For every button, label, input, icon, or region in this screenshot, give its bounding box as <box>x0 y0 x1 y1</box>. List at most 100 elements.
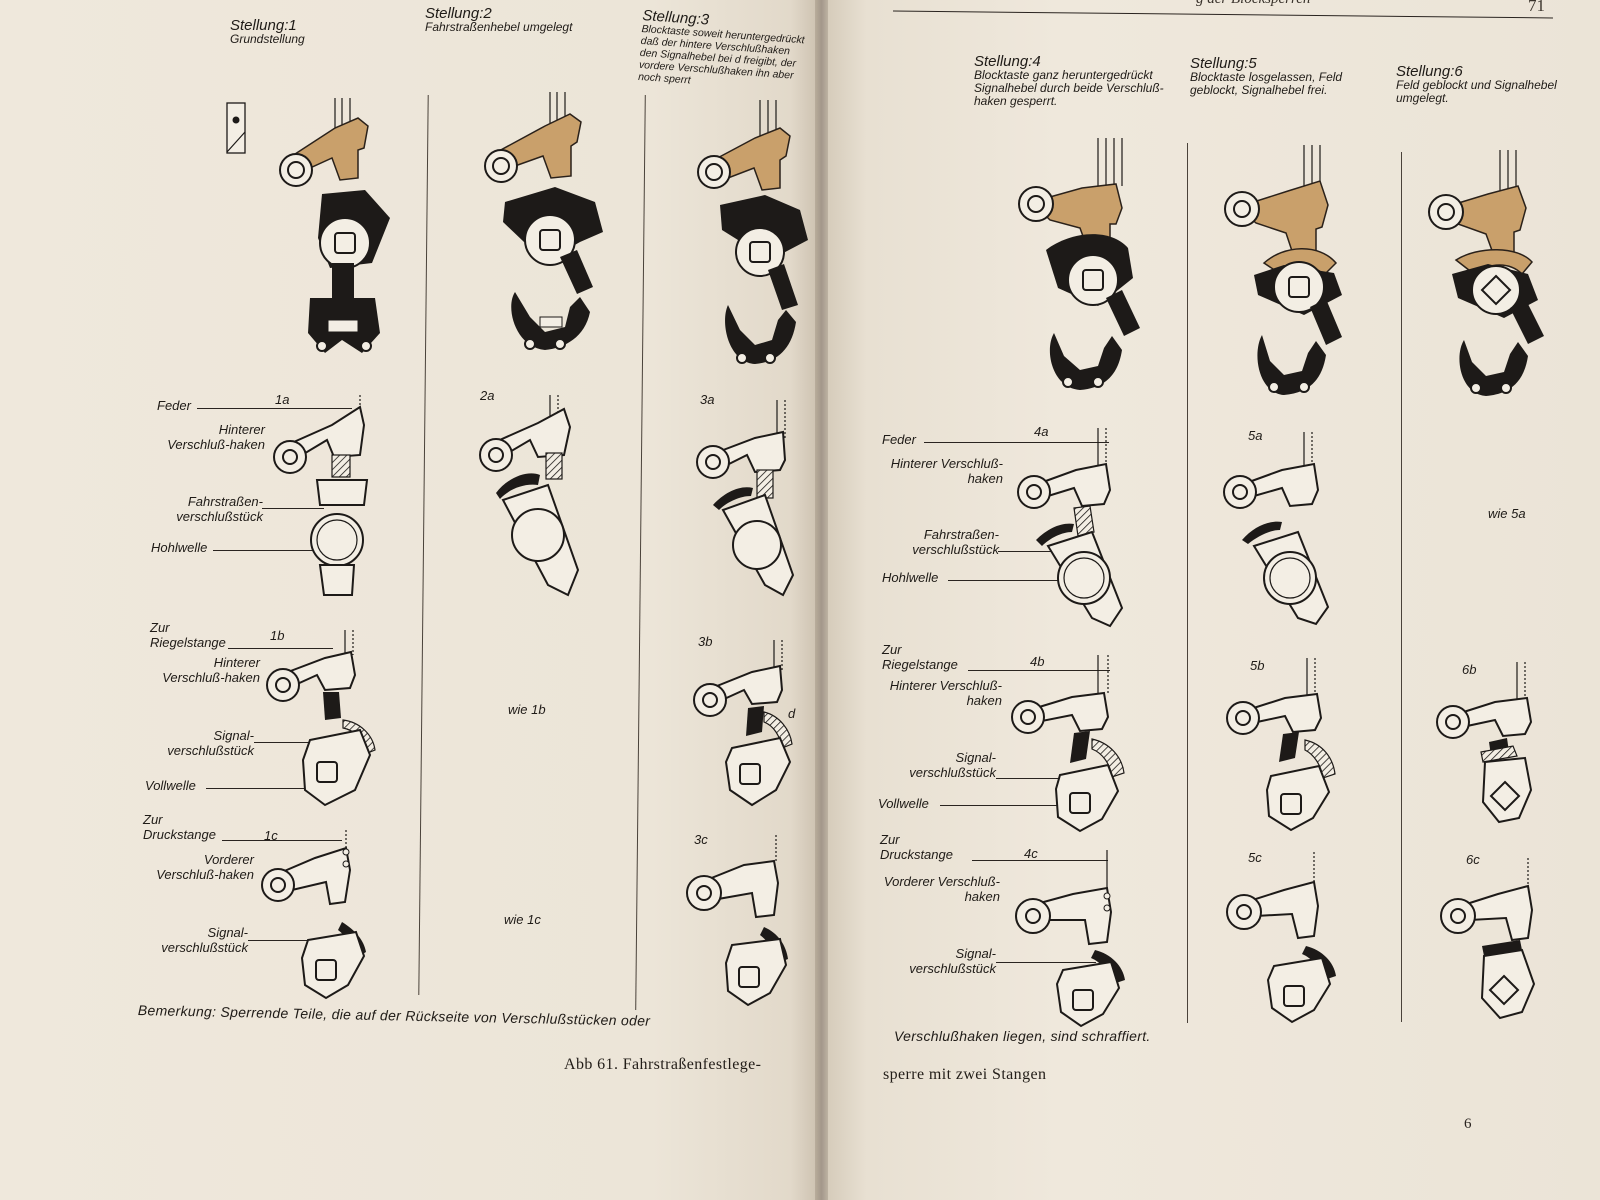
tag-4c: 4c <box>1024 846 1038 861</box>
running-head: g der Blocksperren <box>1196 0 1310 8</box>
tag-6b: 6b <box>1462 662 1477 677</box>
label-hohlwelle: Hohlwelle <box>151 540 208 555</box>
header-title: Stellung:6 <box>1396 63 1463 80</box>
tag-3a: 3a <box>700 392 715 407</box>
label-vollwelle: Vollwelle <box>145 778 196 793</box>
detail-diagram-1c <box>261 830 366 1000</box>
text-wie-1b: wie 1b <box>508 702 546 717</box>
tag-3b: 3b <box>698 634 713 649</box>
label-signal-verschlussstueck: Signal-verschlußstück <box>909 946 996 976</box>
tag-5c: 5c <box>1248 850 1262 865</box>
header-subtitle: Blocktaste ganz heruntergedrückt Signalh… <box>974 68 1164 108</box>
assembly-diagram-5 <box>1224 145 1342 395</box>
tag-3c: 3c <box>694 832 708 847</box>
label-hinterer-verschlusshaken: Hinterer Verschluß-haken <box>890 456 1003 486</box>
label-signal-verschlussstueck: Signal-verschlußstück <box>161 925 248 955</box>
page-number: 71 <box>1528 0 1545 15</box>
column-divider <box>1401 152 1402 1022</box>
text-wie-5a: wie 5a <box>1488 506 1526 521</box>
leader-line <box>996 962 1096 963</box>
leader-line <box>197 408 352 409</box>
header-title: Stellung:1 <box>230 17 297 34</box>
detail-diagram-3a <box>696 400 795 597</box>
header-title: Stellung:5 <box>1190 55 1257 72</box>
header-subtitle: Feld geblockt und Signalhebel umgelegt. <box>1396 78 1557 105</box>
column-divider <box>418 95 429 995</box>
label-vollwelle: Vollwelle <box>878 796 929 811</box>
tag-1c: 1c <box>264 828 278 843</box>
tag-6c: 6c <box>1466 852 1480 867</box>
label-fahrstrassen-verschlussstueck: Fahrstraßen-verschlußstück <box>912 527 999 557</box>
assembly-diagram-1 <box>279 98 390 353</box>
leader-line <box>968 670 1110 671</box>
leader-line <box>940 805 1088 806</box>
label-zur-riegelstange: Zur Riegelstange <box>150 620 226 650</box>
header-stellung-1: Stellung:1 Grundstellung <box>230 18 380 46</box>
detail-diagram-2a <box>479 395 580 597</box>
tag-d: d <box>788 706 796 721</box>
label-signal-verschlussstueck: Signal-verschlußstück <box>167 728 254 758</box>
header-title: Stellung:4 <box>974 53 1041 70</box>
detail-diagram-5a <box>1223 432 1330 626</box>
header-stellung-5: Stellung:5 Blocktaste losgelassen, Feld … <box>1190 56 1370 97</box>
label-signal-verschlussstueck: Signal-verschlußstück <box>909 750 996 780</box>
running-head-rule <box>893 10 1553 19</box>
legend-symbol-icon <box>226 102 246 154</box>
tag-5b: 5b <box>1250 658 1265 673</box>
label-hinterer-verschlusshaken: Hinterer Verschluß-haken <box>162 655 260 685</box>
header-stellung-4: Stellung:4 Blocktaste ganz heruntergedrü… <box>974 54 1179 108</box>
detail-diagram-6b <box>1436 662 1533 824</box>
header-stellung-3: Stellung:3 Blocktaste soweit herunterged… <box>637 7 813 95</box>
signature-mark: 6 <box>1464 1116 1472 1132</box>
leader-line <box>924 442 1109 443</box>
label-vorderer-verschlusshaken: Vorderer Verschluß-haken <box>883 874 1000 904</box>
tag-1b: 1b <box>270 628 285 643</box>
book-gutter <box>815 0 828 1200</box>
remark-text-continued: Verschlußhaken liegen, sind schraffiert. <box>894 1028 1151 1044</box>
label-zur-riegelstange: Zur Riegelstange <box>882 642 958 672</box>
header-subtitle: Blocktaste losgelassen, Feld geblockt, S… <box>1190 70 1343 97</box>
detail-diagram-4a <box>1017 428 1124 628</box>
left-page: Stellung:1 Grundstellung Stellung:2 Fahr… <box>0 0 815 1200</box>
label-zur-druckstange: Zur Druckstange <box>880 832 953 862</box>
leader-line <box>248 940 333 941</box>
leader-line <box>206 788 324 789</box>
tag-4a: 4a <box>1034 424 1049 439</box>
tag-2a: 2a <box>480 388 495 403</box>
assembly-diagram-2 <box>484 92 603 350</box>
tag-1a: 1a <box>275 392 290 407</box>
detail-diagram-1a <box>273 395 369 596</box>
label-feder: Feder <box>157 398 191 413</box>
detail-diagram-3b <box>693 640 793 807</box>
tag-4b: 4b <box>1030 654 1045 669</box>
assembly-diagram-4 <box>1018 138 1140 390</box>
header-subtitle: Fahrstraßenhebel umgelegt <box>425 20 573 34</box>
right-page: g der Blocksperren 71 Stellung:4 Blockta… <box>828 0 1600 1200</box>
leader-line <box>972 860 1108 861</box>
header-stellung-2: Stellung:2 Fahrstraßenhebel umgelegt <box>425 6 615 34</box>
label-fahrstrassen-verschlussstueck: Fahrstraßen-verschlußstück <box>176 494 263 524</box>
detail-diagram-4c <box>1015 850 1125 1028</box>
detail-diagram-6c <box>1440 858 1536 1020</box>
header-subtitle: Blocktaste soweit heruntergedrückt daß d… <box>637 22 805 87</box>
column-divider <box>1187 143 1188 1023</box>
leader-line <box>213 550 318 551</box>
label-hinterer-verschlusshaken: Hinterer Verschluß-haken <box>889 678 1002 708</box>
leader-line <box>222 840 342 841</box>
label-feder: Feder <box>882 432 916 447</box>
header-stellung-6: Stellung:6 Feld geblockt und Signalhebel… <box>1396 64 1586 105</box>
detail-diagram-1b <box>266 630 376 807</box>
leader-line <box>228 648 333 649</box>
assembly-diagram-6 <box>1428 150 1544 396</box>
detail-diagram-5b <box>1226 658 1336 832</box>
tag-5a: 5a <box>1248 428 1263 443</box>
leader-line <box>254 742 329 743</box>
detail-diagram-5c <box>1226 852 1336 1024</box>
figure-caption: Abb 61. Fahrstraßenfestlege- <box>564 1056 762 1073</box>
header-title: Stellung:2 <box>425 5 492 22</box>
leader-line <box>948 580 1070 581</box>
detail-diagram-3c <box>686 835 788 1007</box>
leader-line <box>262 508 324 509</box>
leader-line <box>996 778 1096 779</box>
